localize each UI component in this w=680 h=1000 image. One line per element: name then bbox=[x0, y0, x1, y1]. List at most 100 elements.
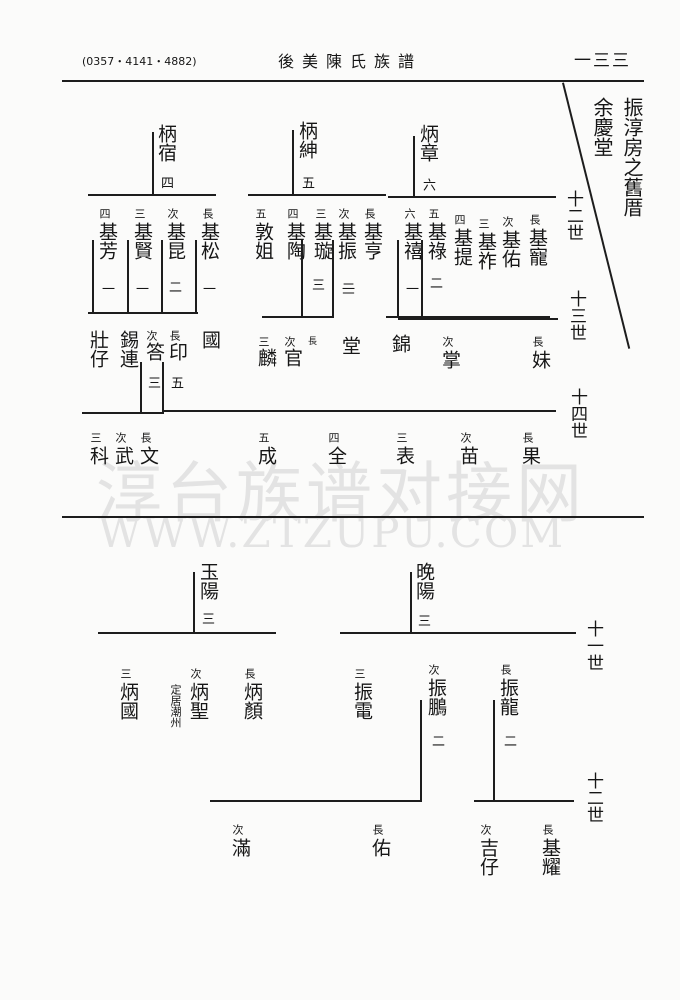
rank-label: 長 bbox=[139, 432, 152, 443]
rank-label: 次 bbox=[459, 432, 472, 443]
member-name: 基祿 bbox=[425, 222, 447, 260]
tree-line bbox=[161, 240, 163, 312]
member-name: 果 bbox=[519, 446, 541, 465]
tree-line bbox=[397, 240, 399, 316]
child-count: 一 bbox=[339, 282, 354, 295]
rank-label: 長 bbox=[541, 824, 554, 835]
child-count: 一 bbox=[200, 282, 215, 295]
tree-line bbox=[421, 240, 423, 318]
branch-house: 振淳房之舊厝 bbox=[620, 97, 644, 217]
rank-label: 長 bbox=[306, 336, 316, 345]
rank-label: 次 bbox=[145, 330, 158, 341]
tree-line bbox=[332, 240, 334, 316]
rank-label: 四 bbox=[286, 208, 299, 219]
child-count: 一 bbox=[99, 282, 114, 295]
father-count: 四 bbox=[158, 176, 173, 189]
child-count: 二 bbox=[166, 280, 181, 293]
member-name: 佑 bbox=[369, 838, 391, 857]
tree-line bbox=[210, 800, 422, 802]
rank-label: 四 bbox=[98, 208, 111, 219]
rank-label: 長 bbox=[371, 824, 384, 835]
rank-label: 三 bbox=[119, 668, 132, 679]
member-name: 基寵 bbox=[526, 228, 548, 266]
rank-label: 長 bbox=[243, 668, 256, 679]
generation-label: 十三世 bbox=[566, 290, 586, 341]
member-name: 振鵬 bbox=[425, 678, 447, 716]
tree-line bbox=[152, 132, 154, 194]
rank-label: 長 bbox=[531, 336, 544, 347]
member-name: 基璇 bbox=[311, 222, 333, 260]
child-count: 五 bbox=[168, 376, 183, 389]
tree-line bbox=[340, 632, 576, 634]
rank-label: 長 bbox=[363, 208, 376, 219]
tree-line bbox=[98, 632, 276, 634]
page-number: 一三三 bbox=[574, 51, 631, 71]
rank-label: 三 bbox=[353, 668, 366, 679]
tree-line bbox=[474, 800, 574, 802]
rank-label: 次 bbox=[479, 824, 492, 835]
father-count: 三 bbox=[199, 612, 214, 625]
rank-label: 長 bbox=[528, 214, 541, 225]
member-name: 堂 bbox=[339, 336, 361, 355]
member-name: 敦姐 bbox=[252, 222, 274, 260]
tree-line bbox=[420, 700, 422, 800]
member-name: 科 bbox=[87, 446, 109, 465]
member-name: 武 bbox=[112, 446, 134, 465]
rank-label: 三 bbox=[395, 432, 408, 443]
rank-label: 五 bbox=[254, 208, 267, 219]
rank-label: 三 bbox=[477, 218, 490, 229]
rank-label: 次 bbox=[231, 824, 244, 835]
child-count: 二 bbox=[429, 734, 444, 747]
generation-label: 十二世 bbox=[563, 190, 583, 241]
rank-label: 次 bbox=[441, 336, 454, 347]
member-name: 振電 bbox=[351, 682, 373, 720]
member-name: 成 bbox=[255, 446, 277, 465]
member-name: 基耀 bbox=[539, 838, 561, 876]
rank-label: 次 bbox=[427, 664, 440, 675]
rank-label: 次 bbox=[283, 336, 296, 347]
member-name: 基佑 bbox=[499, 230, 521, 268]
tree-line bbox=[301, 240, 303, 316]
tree-line bbox=[88, 194, 216, 196]
watermark-chinese: 淳台族谱对接网 bbox=[96, 455, 586, 532]
rank-label: 次 bbox=[114, 432, 127, 443]
member-name: 答 bbox=[143, 342, 165, 361]
member-name: 基禧 bbox=[401, 222, 423, 260]
member-name: 吉仔 bbox=[477, 838, 499, 876]
child-count: 一 bbox=[403, 282, 418, 295]
rank-label: 三 bbox=[133, 208, 146, 219]
tree-line bbox=[386, 316, 550, 318]
branch-hall: 余慶堂 bbox=[590, 97, 614, 157]
rank-label: 長 bbox=[499, 664, 512, 675]
tree-line bbox=[248, 194, 386, 196]
tree-line bbox=[88, 312, 198, 314]
generation-label: 十一世 bbox=[583, 620, 603, 671]
child-count: 二 bbox=[427, 276, 442, 289]
rank-label: 次 bbox=[337, 208, 350, 219]
tree-line bbox=[92, 240, 94, 312]
member-name: 國 bbox=[199, 330, 221, 349]
tree-line bbox=[162, 362, 164, 412]
rank-label: 次 bbox=[501, 216, 514, 227]
generation-label: 十四世 bbox=[567, 388, 587, 439]
rank-label: 四 bbox=[327, 432, 340, 443]
rank-label: 長 bbox=[521, 432, 534, 443]
member-name: 錦 bbox=[389, 334, 411, 353]
member-name: 基松 bbox=[198, 222, 220, 260]
tree-line bbox=[127, 240, 129, 312]
tree-line bbox=[292, 130, 294, 194]
member-name: 基提 bbox=[451, 228, 473, 266]
residence-note: 定居潮州 bbox=[169, 684, 182, 728]
rank-label: 三 bbox=[257, 336, 270, 347]
member-name: 壯仔 bbox=[87, 330, 109, 368]
member-name: 炳聖 bbox=[187, 682, 209, 720]
member-name: 文 bbox=[137, 446, 159, 465]
rank-label: 四 bbox=[453, 214, 466, 225]
tree-line bbox=[410, 572, 412, 632]
rank-label: 長 bbox=[168, 330, 181, 341]
member-name: 振龍 bbox=[497, 678, 519, 716]
tree-line bbox=[162, 410, 556, 412]
member-name: 基昆 bbox=[164, 222, 186, 260]
phone-number: (0357・4141・4882) bbox=[82, 55, 197, 68]
tree-line bbox=[413, 136, 415, 196]
